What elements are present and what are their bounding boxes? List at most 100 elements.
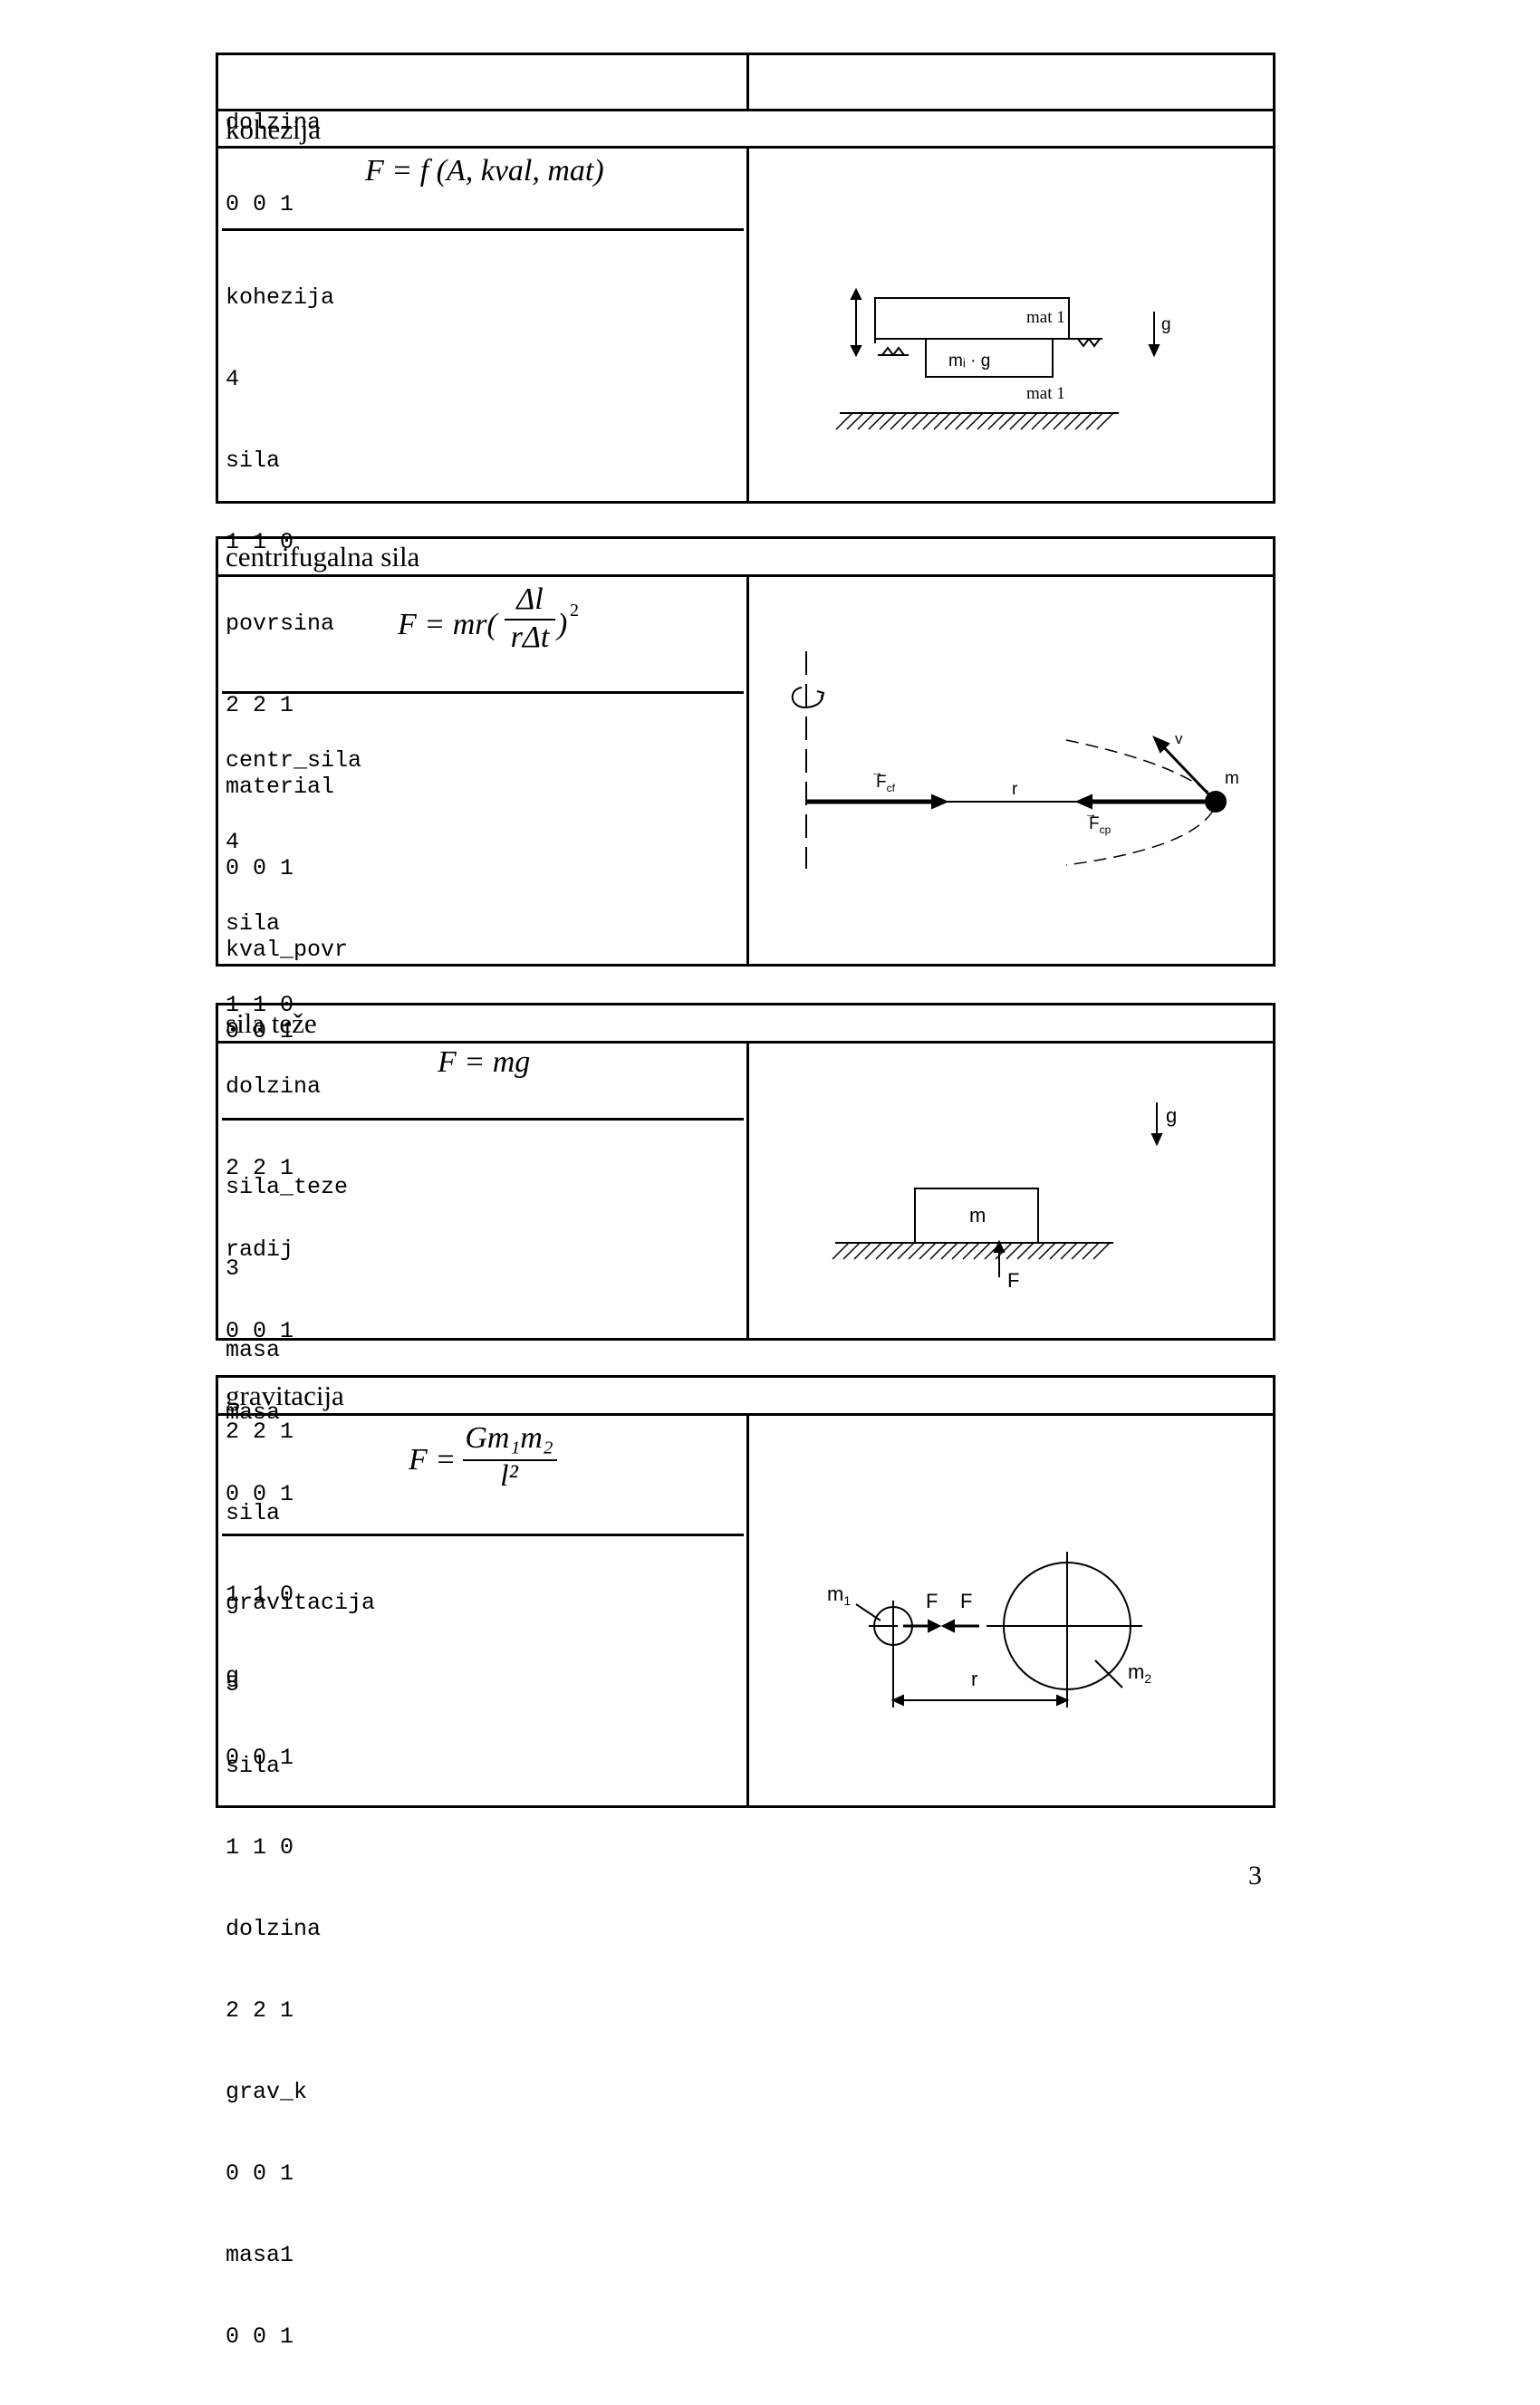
mass1-label: m1 bbox=[827, 1582, 851, 1608]
ground-hatch-line bbox=[995, 1242, 1013, 1260]
param-line: 0 0 1 bbox=[226, 1481, 294, 1507]
ground-hatch-line bbox=[955, 412, 973, 430]
ground-hatch-line bbox=[922, 412, 940, 430]
formula-exponent: 2 bbox=[570, 601, 579, 620]
ground-hatch-line bbox=[987, 412, 1006, 430]
ground-hatch-line bbox=[951, 1242, 969, 1260]
ground-hatch-line bbox=[908, 1242, 926, 1260]
param-line: 1 1 0 bbox=[226, 1834, 294, 1861]
ground-hatch-line bbox=[1085, 412, 1103, 430]
force-label-left: F bbox=[926, 1590, 938, 1612]
param-line: sila bbox=[226, 1500, 281, 1526]
vector-arrow-glyph: → bbox=[871, 765, 883, 779]
formula: F = mg bbox=[438, 1045, 531, 1079]
ground-hatch-line bbox=[900, 412, 919, 430]
ground-hatch-line bbox=[868, 412, 886, 430]
ground-hatch-line bbox=[842, 1242, 861, 1260]
column-divider bbox=[746, 577, 749, 967]
formula: F = mr( Δl rΔt ) 2 bbox=[398, 582, 615, 655]
force-label-right: F bbox=[960, 1590, 972, 1612]
velocity-label: v bbox=[1175, 730, 1183, 747]
ground-hatch-line bbox=[933, 412, 951, 430]
ground-hatch-line bbox=[864, 1242, 882, 1260]
ground-hatch-line bbox=[1082, 1242, 1100, 1260]
param-line: radij bbox=[226, 1236, 294, 1263]
param-line: 0 0 1 bbox=[226, 191, 294, 217]
column-divider bbox=[746, 149, 749, 504]
ground-hatch-line bbox=[1038, 1242, 1056, 1260]
ground-hatch-line bbox=[1009, 412, 1027, 430]
formula-lhs: F = bbox=[409, 1443, 457, 1477]
param-line: 2 2 1 bbox=[226, 1419, 294, 1445]
row-divider bbox=[218, 574, 1273, 577]
ground-hatch-line bbox=[1042, 412, 1060, 430]
centrifugal-force-label: Fcf bbox=[876, 773, 896, 794]
param-line: 0 0 1 bbox=[226, 1018, 294, 1044]
param-line: grav_k bbox=[226, 2079, 308, 2105]
formula-separator bbox=[222, 1534, 744, 1536]
param-line: sila bbox=[226, 447, 281, 474]
ground-hatch-line bbox=[962, 1242, 980, 1260]
param-line: kohezija bbox=[226, 284, 335, 311]
centripetal-force-label: Fcp bbox=[1089, 814, 1112, 836]
param-line: 2 2 1 bbox=[226, 1155, 294, 1181]
param-line: 3 bbox=[226, 1255, 240, 1282]
param-line: 2 2 1 bbox=[226, 1997, 294, 2024]
parameter-list: kohezija 4 sila 1 1 0 povrsina 2 2 1 mat… bbox=[226, 230, 348, 1100]
ground-hatch-line bbox=[1074, 412, 1092, 430]
ground-hatch-line bbox=[966, 412, 984, 430]
formula: F = Gm₁m₂ l² bbox=[409, 1421, 626, 1494]
mass2-label: m2 bbox=[1128, 1660, 1151, 1686]
param-line: masa bbox=[226, 1400, 281, 1426]
ground-hatch-line bbox=[897, 1242, 915, 1260]
weight-diagram: g m F bbox=[832, 1102, 1177, 1292]
vector-arrow-glyph: → bbox=[1084, 806, 1097, 821]
param-line: 0 0 1 bbox=[226, 1745, 294, 1771]
ground-hatch-line bbox=[1064, 412, 1082, 430]
formula-numerator: Δl bbox=[516, 582, 544, 616]
param-line: dolzina bbox=[226, 1916, 322, 1942]
column-divider bbox=[746, 1416, 749, 1808]
ground-hatch-line bbox=[1096, 412, 1114, 430]
ground-hatch-line bbox=[1027, 1242, 1045, 1260]
fraction-bar bbox=[505, 619, 555, 620]
param-line: 4 bbox=[226, 829, 240, 855]
table-gravitacija: gravitacija F = Gm₁m₂ l² gravitacija 5 s… bbox=[216, 1375, 1275, 2350]
row-divider bbox=[218, 1413, 1273, 1416]
table-sila-teze: sila teže F = mg sila_teze 3 masa 2 2 1 … bbox=[216, 1003, 1275, 1771]
parameter-list: sila_teze 3 masa 2 2 1 sila 1 1 0 g 0 0 … bbox=[226, 1120, 348, 1826]
param-line: sila bbox=[226, 1753, 281, 1779]
param-line: 0 0 1 bbox=[226, 1318, 294, 1344]
ground-hatch-line bbox=[929, 1242, 948, 1260]
block-weight-label: mᵢ · g bbox=[948, 351, 990, 370]
param-line: 0 0 1 bbox=[226, 855, 294, 881]
section-title: centrifugalna sila bbox=[226, 541, 420, 572]
table-dolzina-partial: dolzina 0 0 1 kohezija bbox=[216, 53, 1275, 217]
formula-lhs: F = mr( bbox=[398, 608, 497, 641]
column-divider bbox=[746, 1044, 749, 1341]
param-line: dolzina bbox=[226, 110, 322, 136]
radius-label: r bbox=[1012, 780, 1018, 799]
param-line: sila_teze bbox=[226, 1174, 349, 1200]
distance-label: r bbox=[971, 1668, 977, 1690]
param-line: 1 1 0 bbox=[226, 1582, 294, 1608]
formula-denominator: rΔt bbox=[510, 620, 550, 654]
param-line: g bbox=[226, 1663, 240, 1689]
mat-label-bottom: mat 1 bbox=[1026, 384, 1065, 403]
parameter-list: centr_sila 4 sila 1 1 0 dolzina 2 2 1 ra… bbox=[226, 693, 361, 1563]
ground-hatch-line bbox=[886, 1242, 904, 1260]
param-line: masa bbox=[226, 1337, 281, 1363]
param-line: centr_sila bbox=[226, 747, 362, 774]
param-line: sila bbox=[226, 910, 281, 937]
param-line: 2 2 1 bbox=[226, 692, 294, 718]
param-line: material bbox=[226, 774, 335, 800]
param-line: gravitacija bbox=[226, 1590, 376, 1616]
centrifugal-diagram: Fcf → r Fcp → v m bbox=[791, 651, 1239, 869]
ground-hatch-line bbox=[1092, 1242, 1111, 1260]
param-line: 0 0 1 bbox=[226, 2323, 294, 2350]
ground-hatch-line bbox=[1020, 412, 1038, 430]
cohesion-diagram: mat 1 mᵢ · g mat 1 g bbox=[835, 287, 1171, 430]
ground-hatch-line bbox=[1006, 1242, 1024, 1260]
param-line: povrsina bbox=[226, 611, 335, 637]
param-line: masa1 bbox=[226, 2242, 294, 2268]
